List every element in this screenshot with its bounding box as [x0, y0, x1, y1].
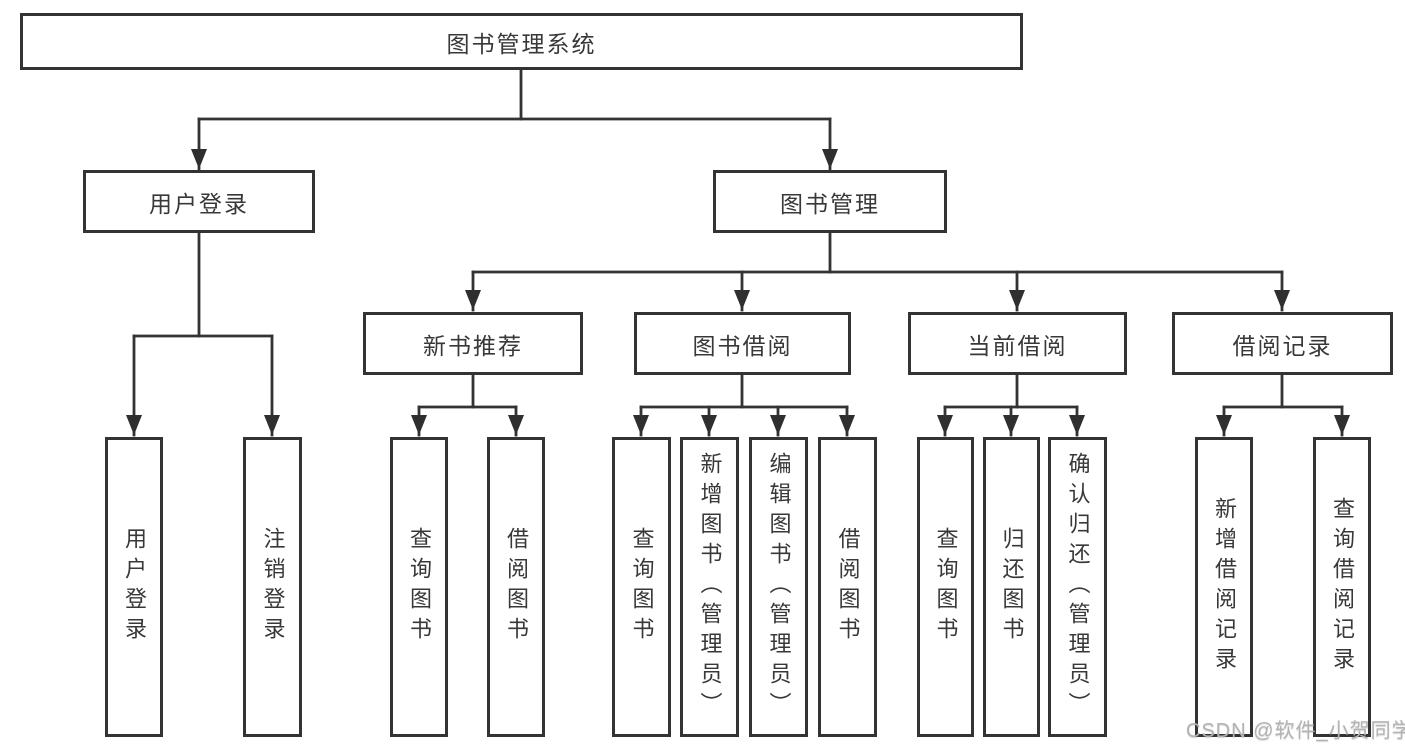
- leaf-br-query-borrow-record: 查询借阅记录: [1313, 437, 1371, 737]
- leaf-user-login: 用户登录: [105, 437, 163, 737]
- node-book-borrowing: 图书借阅: [634, 312, 851, 375]
- leaf-user-login-label: 用户登录: [122, 527, 147, 647]
- leaf-nbr-query-books-label: 查询图书: [407, 527, 432, 647]
- leaf-cb-confirm-return-admin: 确认归还（管理员）: [1048, 437, 1107, 737]
- leaf-bb-add-books-admin-label: 新增图书（管理员）: [697, 452, 723, 722]
- leaf-bb-borrow-books: 借阅图书: [818, 437, 877, 737]
- node-user-login: 用户登录: [83, 170, 315, 233]
- leaf-cb-query-books-label: 查询图书: [933, 527, 959, 647]
- leaf-bb-query-books: 查询图书: [612, 437, 671, 737]
- leaf-nbr-query-books: 查询图书: [390, 437, 448, 737]
- node-current-borrowing: 当前借阅: [908, 312, 1127, 375]
- leaf-cb-return-books-label: 归还图书: [999, 527, 1025, 647]
- leaf-br-query-borrow-record-label: 查询借阅记录: [1330, 497, 1355, 677]
- leaf-bb-add-books-admin: 新增图书（管理员）: [680, 437, 739, 737]
- leaf-br-add-borrow-record: 新增借阅记录: [1195, 437, 1253, 737]
- leaf-cb-return-books: 归还图书: [983, 437, 1040, 737]
- node-new-book-recommend: 新书推荐: [363, 312, 583, 375]
- node-borrow-records: 借阅记录: [1172, 312, 1393, 375]
- node-book-management: 图书管理: [713, 170, 947, 233]
- leaf-bb-borrow-books-label: 借阅图书: [835, 527, 861, 647]
- leaf-cb-confirm-return-admin-label: 确认归还（管理员）: [1065, 452, 1091, 722]
- csdn-watermark: CSDN @软件_小贺同学: [1186, 720, 1405, 742]
- leaf-bb-edit-books-admin-label: 编辑图书（管理员）: [766, 452, 792, 722]
- leaf-cb-query-books: 查询图书: [917, 437, 974, 737]
- leaf-logout-login-label: 注销登录: [260, 527, 286, 647]
- leaf-bb-query-books-label: 查询图书: [629, 527, 655, 647]
- node-library-system: 图书管理系统: [20, 13, 1023, 70]
- leaf-br-add-borrow-record-label: 新增借阅记录: [1212, 497, 1237, 677]
- leaf-logout-login: 注销登录: [243, 437, 302, 737]
- leaf-nbr-borrow-books: 借阅图书: [487, 437, 545, 737]
- leaf-bb-edit-books-admin: 编辑图书（管理员）: [749, 437, 808, 737]
- leaf-nbr-borrow-books-label: 借阅图书: [504, 527, 529, 647]
